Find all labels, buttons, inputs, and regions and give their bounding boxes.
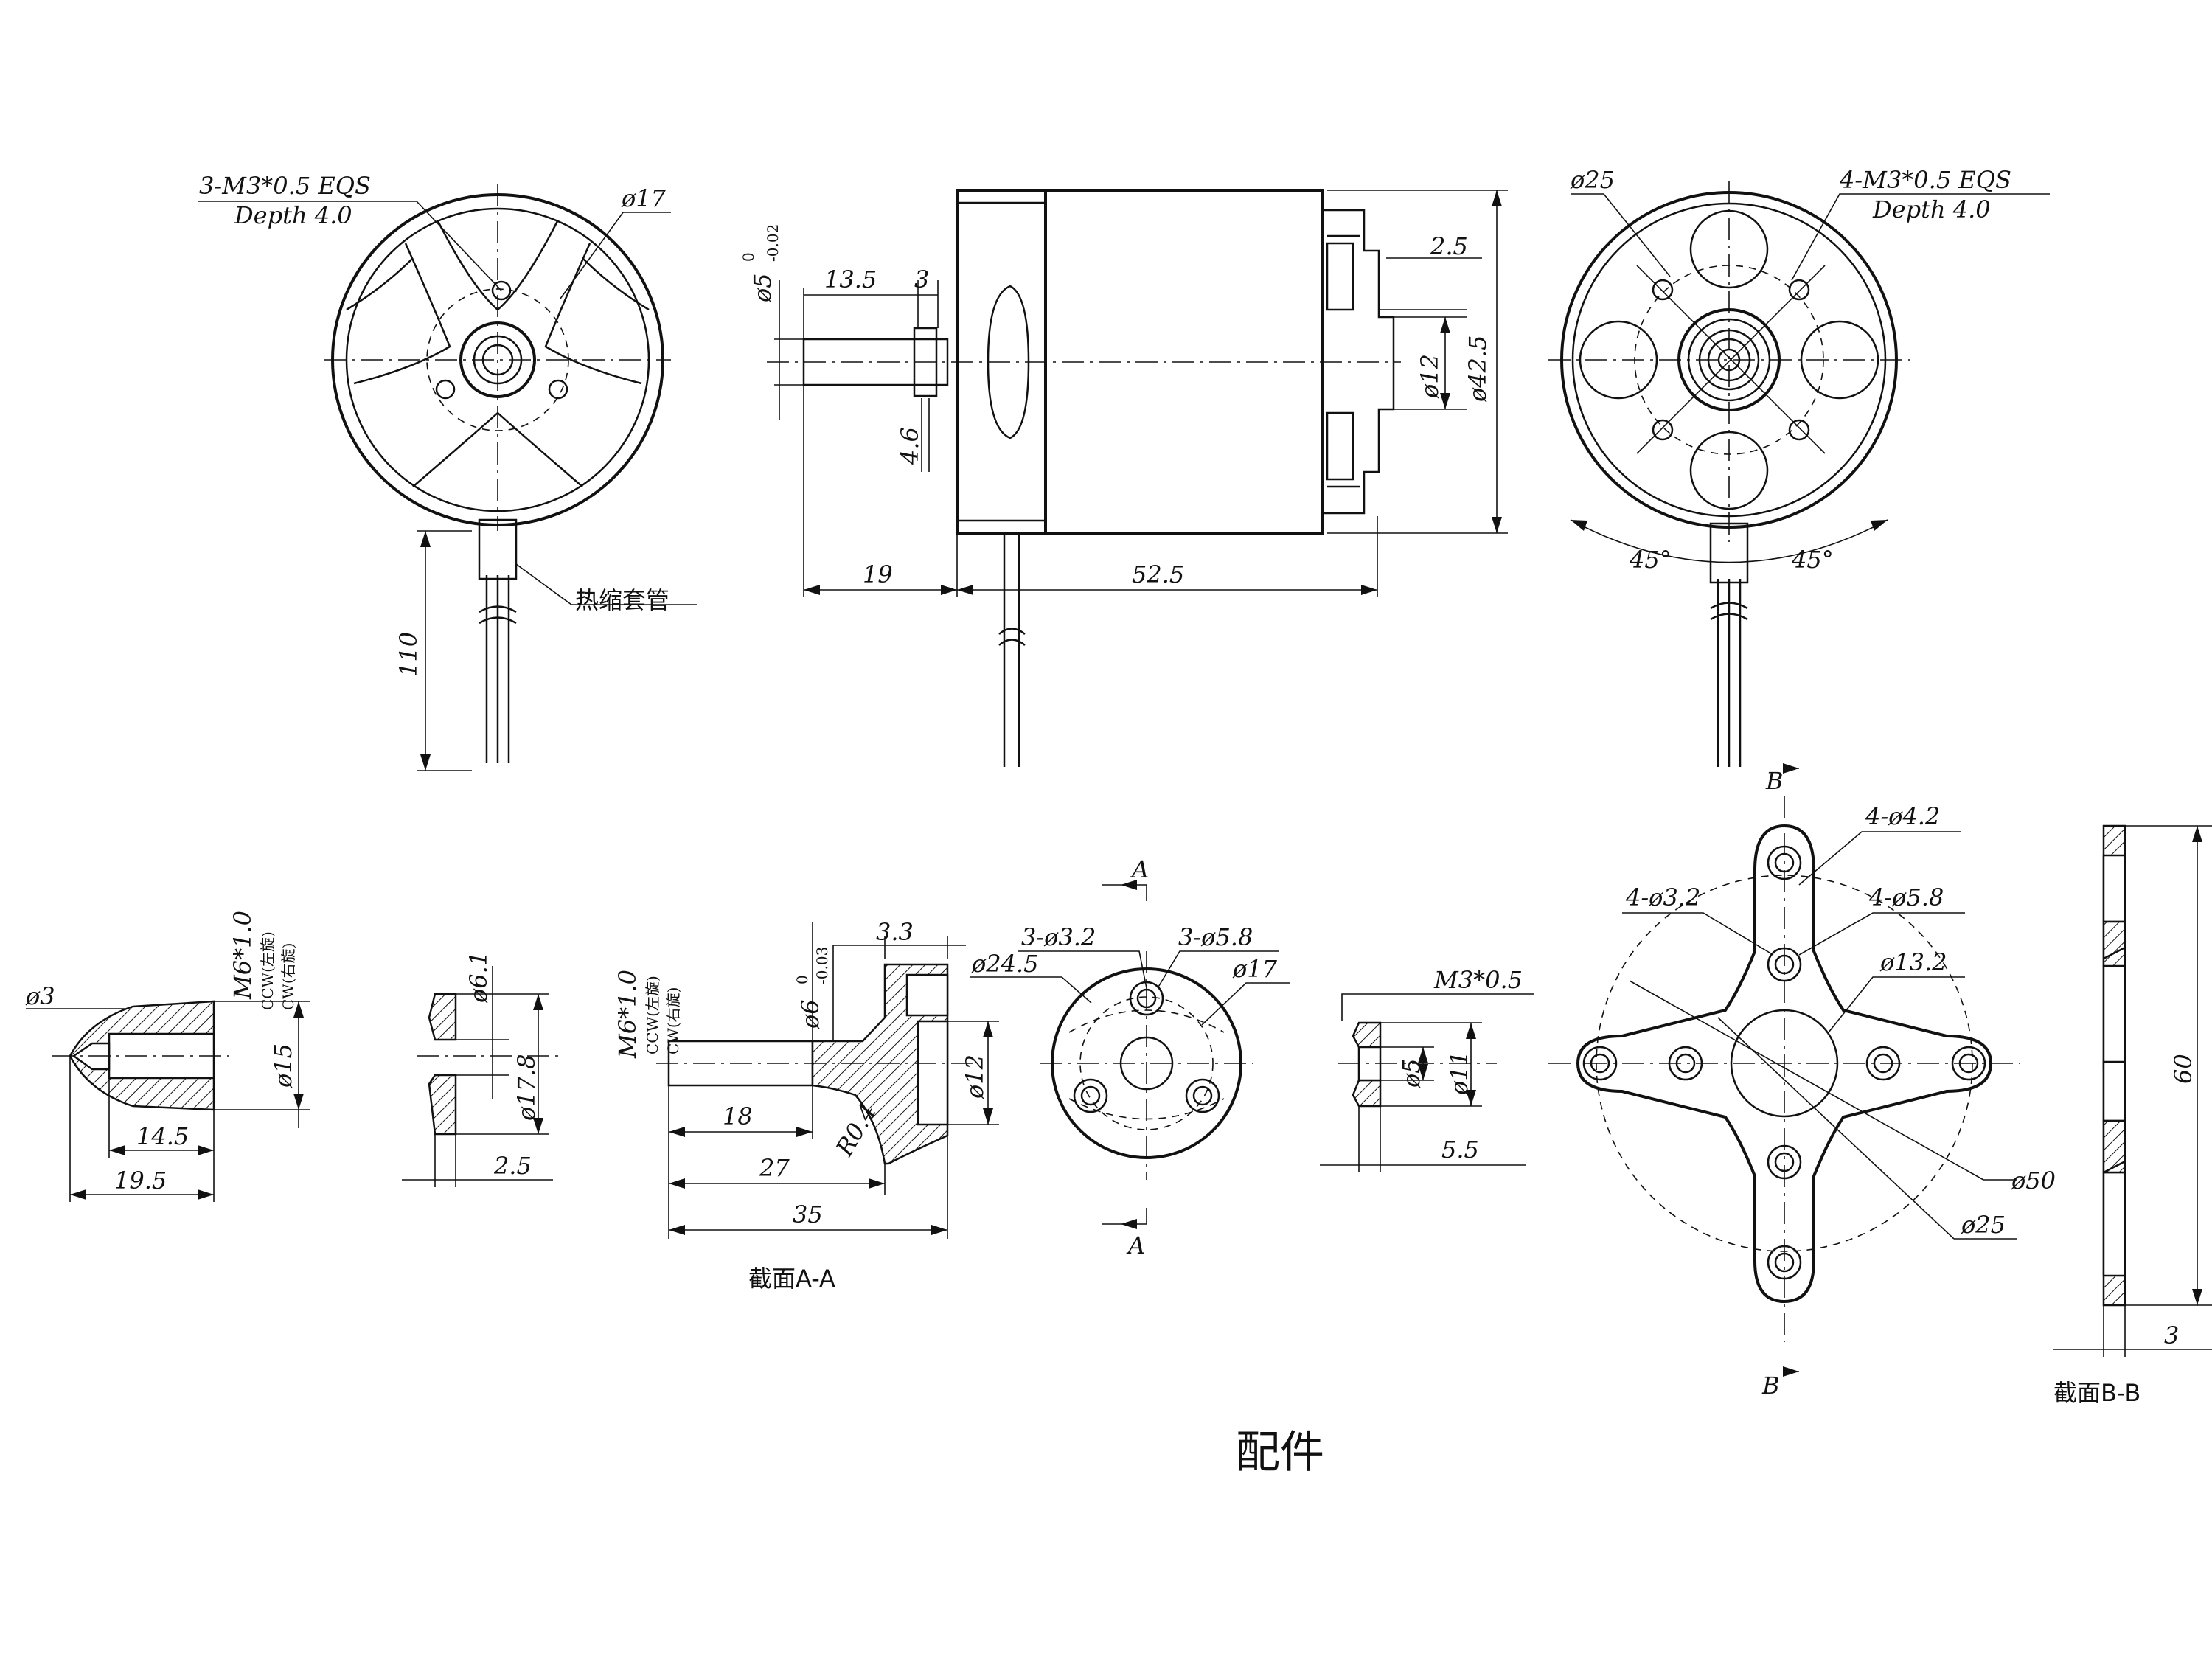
- section-cut-a-top: A: [1130, 855, 1149, 883]
- shaft-dia: ø5: [748, 273, 776, 303]
- adapter-dim-35: 35: [793, 1200, 823, 1228]
- dim-d42-5: ø42.5: [1464, 335, 1492, 403]
- shaft-tol-upper: 0: [740, 252, 757, 262]
- nut: [1320, 993, 1534, 1172]
- spinner-cw: CW(右旋): [279, 943, 297, 1010]
- dim-13-5: 13.5: [824, 265, 877, 293]
- rear-depth-note: Depth 4.0: [1872, 195, 1991, 223]
- dim-2-5: 2.5: [1430, 232, 1468, 260]
- mount-d13-2: ø13.2: [1879, 948, 1947, 976]
- section-a-label: 截面A-A: [748, 1265, 835, 1293]
- adapter-thread: M6*1.0: [613, 970, 641, 1059]
- mount-h4-d5-8: 4-ø5.8: [1868, 883, 1944, 911]
- front-bolt-circle: ø17: [621, 184, 667, 212]
- spinner-d15: ø15: [269, 1043, 297, 1088]
- nut-thread: M3*0.5: [1433, 966, 1523, 994]
- section-cut-b-top: B: [1765, 767, 1784, 795]
- mount-section: [2053, 824, 2212, 1357]
- mount-section-h60: 60: [2169, 1054, 2197, 1084]
- shaft-tol-lower: -0.02: [764, 224, 782, 262]
- adapter-dim-18: 18: [723, 1102, 753, 1130]
- adapter-d17: ø17: [1232, 955, 1278, 983]
- dim-52-5: 52.5: [1132, 560, 1184, 588]
- adapter-holes-large: 3-ø5.8: [1178, 923, 1253, 951]
- front-lead-length: 110: [394, 632, 422, 677]
- washer-d6-1: ø6.1: [465, 951, 493, 1004]
- nut-d11: ø11: [1445, 1051, 1473, 1096]
- dim-4-6: 4.6: [896, 427, 924, 465]
- adapter-face-view: [970, 880, 1290, 1229]
- motor-rear-view: [1548, 181, 2050, 767]
- washer-t2-5: 2.5: [493, 1152, 532, 1180]
- mount-d50: ø50: [2011, 1167, 2056, 1195]
- mount-d25: ø25: [1961, 1211, 2006, 1239]
- washer-d17-8: ø17.8: [512, 1054, 540, 1122]
- section-cut-a-bottom: A: [1126, 1231, 1145, 1259]
- motor-front-view: [198, 184, 697, 771]
- spinner-l14-5: 14.5: [136, 1122, 189, 1150]
- adapter-ccw: CCW(左旋): [644, 976, 661, 1054]
- rear-thread-note: 4-M3*0.5 EQS: [1839, 166, 2011, 194]
- motor-side-view: [767, 189, 1508, 767]
- spinner-d3: ø3: [25, 982, 55, 1010]
- adapter-holes-small: 3-ø3.2: [1021, 923, 1096, 951]
- mount-h4-d4-2: 4-ø4.2: [1865, 802, 1940, 830]
- rear-bolt-circle: ø25: [1570, 166, 1615, 194]
- mount-h4-d3-2: 4-ø3.2: [1625, 883, 1700, 911]
- adapter-bore-tol-upper: 0: [793, 975, 811, 984]
- adapter-d24-5: ø24.5: [971, 950, 1039, 978]
- spinner-thread: M6*1.0: [229, 911, 257, 1000]
- section-b-label: 截面B-B: [2053, 1379, 2140, 1407]
- nut-d5: ø5: [1397, 1058, 1425, 1088]
- spinner-ccw: CCW(左旋): [259, 931, 276, 1010]
- heat-shrink-label: 热缩套管: [575, 586, 669, 614]
- adapter-bore-tol-lower: -0.03: [813, 947, 831, 984]
- nut-l5-5: 5.5: [1441, 1136, 1479, 1164]
- front-depth-note: Depth 4.0: [234, 201, 352, 229]
- adapter-cw: CW(右旋): [664, 987, 682, 1054]
- section-cut-b-bottom: B: [1761, 1372, 1780, 1400]
- spinner-cone: [26, 1000, 310, 1202]
- dim-19: 19: [863, 560, 893, 588]
- prop-adapter-section: [656, 922, 999, 1239]
- front-thread-note: 3-M3*0.5 EQS: [199, 172, 371, 200]
- mount-section-t3: 3: [2164, 1321, 2179, 1349]
- dim-3: 3: [914, 265, 929, 293]
- adapter-dim-d12: ø12: [961, 1054, 989, 1099]
- spinner-l19-5: 19.5: [114, 1167, 167, 1195]
- dim-d12: ø12: [1416, 354, 1444, 399]
- rear-angle-right: 45°: [1791, 546, 1834, 574]
- accessories-title: 配件: [1236, 1427, 1324, 1478]
- x-mount: [1548, 763, 2020, 1377]
- adapter-dim-3-3: 3.3: [876, 918, 914, 946]
- adapter-dim-27: 27: [759, 1154, 790, 1182]
- washer: [402, 966, 560, 1187]
- adapter-bore: ø6: [796, 999, 824, 1029]
- rear-angle-left: 45°: [1629, 546, 1672, 574]
